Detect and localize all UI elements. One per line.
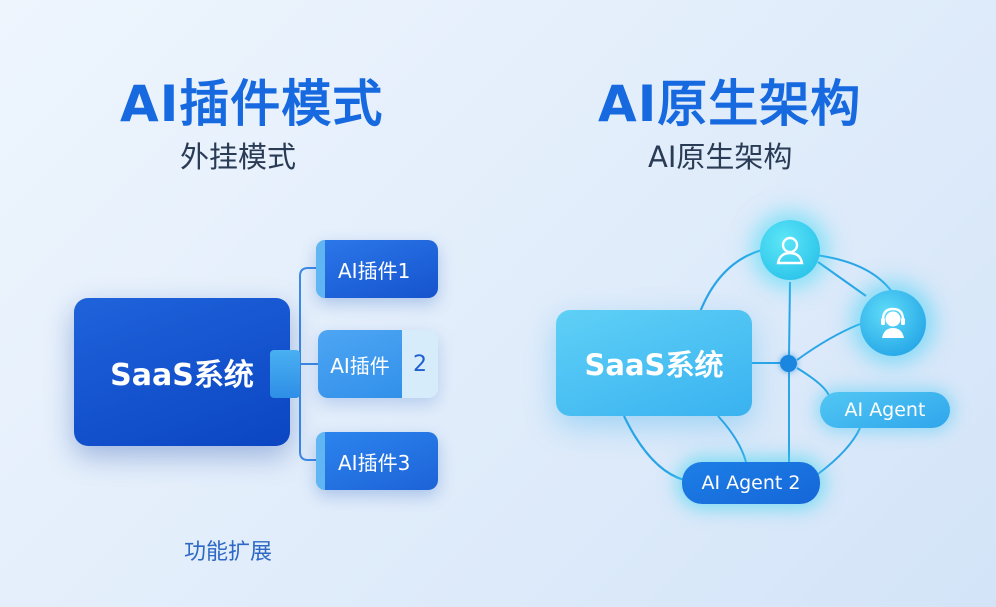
ai-plugin-2-number: 2 xyxy=(402,330,438,398)
ai-plugin-1: AI插件1 xyxy=(316,240,438,298)
network-agent2-agent1 xyxy=(817,427,861,475)
user-icon xyxy=(760,220,820,280)
network-hub-dot xyxy=(780,355,797,372)
network-avatar1-avatar2 xyxy=(817,261,867,297)
left-bracket-bottom xyxy=(299,374,318,461)
ai-plugin-2-label: AI插件 xyxy=(318,330,402,398)
right-subtitle: AI原生架构 xyxy=(648,140,793,174)
ai-agent-2-label: AI Agent 2 xyxy=(701,472,801,494)
network-loop-top xyxy=(698,248,763,313)
ai-plugin-2: AI插件 2 xyxy=(318,330,438,398)
network-loop-left xyxy=(623,415,685,482)
saas-system-label-left: SaaS系统 xyxy=(110,358,254,393)
saas-system-label-right: SaaS系统 xyxy=(584,348,724,382)
saas-system-box-left: SaaS系统 xyxy=(74,298,290,446)
plugin-1-tab xyxy=(316,240,325,298)
ai-plugin-3: AI插件3 xyxy=(316,432,438,490)
ai-agent-1-label: AI Agent xyxy=(844,399,926,421)
saas-system-box-right: SaaS系统 xyxy=(556,310,752,416)
left-subtitle: 外挂模式 xyxy=(180,140,297,174)
connector-block xyxy=(270,350,300,398)
network-saas-agent2 xyxy=(717,415,747,463)
left-caption: 功能扩展 xyxy=(184,540,273,565)
network-hub-agent1 xyxy=(796,367,831,401)
ai-agent-1: AI Agent xyxy=(820,392,950,428)
plugin-3-tab xyxy=(316,432,325,490)
left-bracket-top xyxy=(299,267,318,374)
network-arc-topright xyxy=(814,254,893,293)
headset-agent-icon xyxy=(860,290,926,356)
left-title: AI插件模式 xyxy=(120,75,384,133)
network-avatar1-hub xyxy=(788,281,791,357)
ai-plugin-3-label: AI插件3 xyxy=(338,450,411,475)
ai-plugin-1-label: AI插件1 xyxy=(338,258,411,283)
right-title: AI原生架构 xyxy=(598,75,862,133)
ai-agent-2: AI Agent 2 xyxy=(682,462,820,504)
network-hub-avatar2 xyxy=(796,323,861,361)
